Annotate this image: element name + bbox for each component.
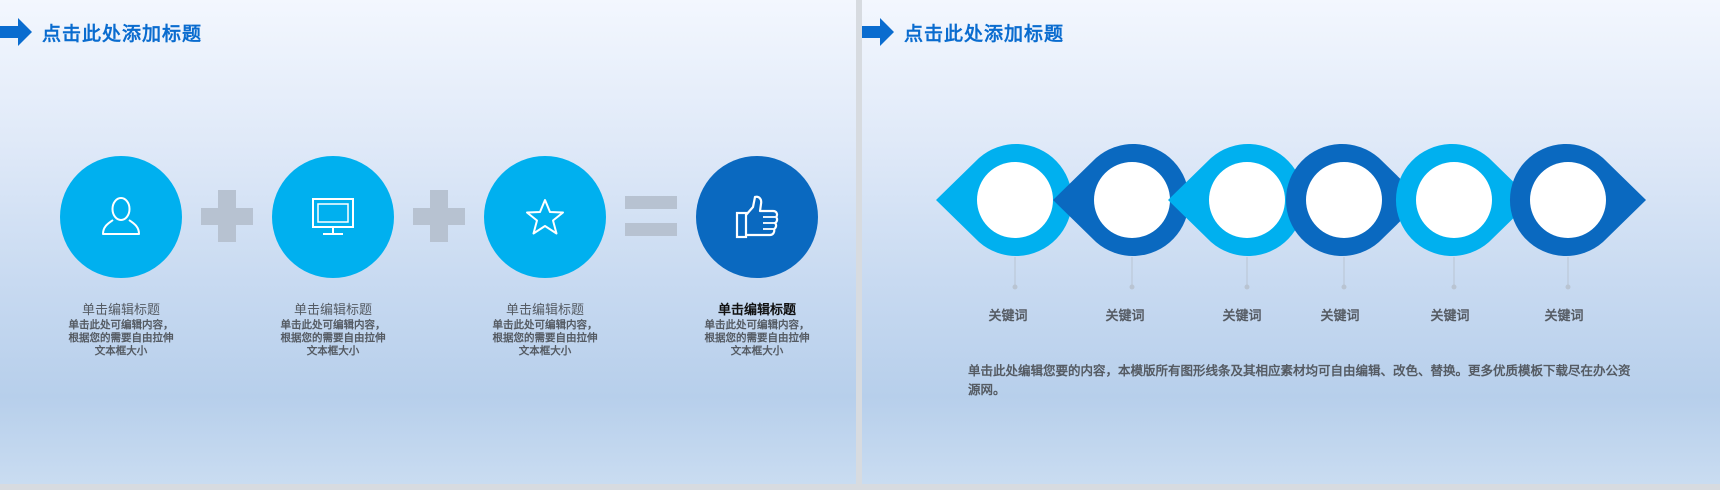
feature-circle-2[interactable] bbox=[272, 156, 394, 278]
feature-circle-1[interactable] bbox=[60, 156, 182, 278]
item-title-4[interactable]: 单击编辑标题 bbox=[717, 303, 796, 318]
chain-node-6[interactable] bbox=[1509, 144, 1646, 256]
monitor-icon bbox=[312, 198, 354, 235]
slide-title-bar: 点击此处添加标题 bbox=[862, 18, 1064, 46]
keyword-label-5[interactable]: 关键词 bbox=[1430, 309, 1470, 324]
arrow-right-icon bbox=[862, 18, 894, 46]
chain-node-2[interactable] bbox=[1053, 144, 1190, 256]
slide-left: 点击此处添加标题 bbox=[0, 0, 856, 484]
keyword-label-4[interactable]: 关键词 bbox=[1320, 309, 1360, 324]
star-icon bbox=[526, 199, 564, 235]
item-title-2[interactable]: 单击编辑标题 bbox=[293, 303, 372, 318]
slide-title-bar: 点击此处添加标题 bbox=[0, 18, 202, 46]
keyword-chain bbox=[936, 144, 1646, 290]
keyword-label-1[interactable]: 关键词 bbox=[988, 309, 1028, 324]
keyword-label-3[interactable]: 关键词 bbox=[1222, 309, 1262, 324]
item-title-3[interactable]: 单击编辑标题 bbox=[505, 303, 584, 318]
thumbs-up-icon bbox=[735, 195, 779, 239]
feature-circle-4[interactable] bbox=[696, 156, 818, 278]
description-text[interactable]: 单击此处编辑您要的内容，本模版所有图形线条及其相应素材均可自由编辑、改色、替换。… bbox=[968, 363, 1631, 397]
chain-node-4[interactable] bbox=[1285, 144, 1422, 256]
chain-node-1[interactable] bbox=[936, 144, 1073, 256]
slide-right: 点击此处添加标题 bbox=[862, 0, 1720, 484]
feature-circle-3[interactable] bbox=[484, 156, 606, 278]
item-body-3[interactable]: 单击此处可编辑内容，根据您的需要自由拉伸文本框大小 bbox=[492, 319, 598, 357]
item-body-4[interactable]: 单击此处可编辑内容，根据您的需要自由拉伸文本框大小 bbox=[704, 319, 810, 357]
slide-title[interactable]: 点击此处添加标题 bbox=[42, 22, 203, 45]
slide-title[interactable]: 点击此处添加标题 bbox=[904, 22, 1065, 45]
item-body-2[interactable]: 单击此处可编辑内容，根据您的需要自由拉伸文本框大小 bbox=[280, 319, 386, 357]
item-body-1[interactable]: 单击此处可编辑内容，根据您的需要自由拉伸文本框大小 bbox=[68, 319, 174, 357]
chain-node-3[interactable] bbox=[1168, 144, 1305, 256]
item-title-1[interactable]: 单击编辑标题 bbox=[81, 303, 160, 318]
chain-node-5[interactable] bbox=[1395, 144, 1532, 256]
user-icon bbox=[102, 197, 140, 235]
keyword-label-2[interactable]: 关键词 bbox=[1105, 309, 1145, 324]
keyword-label-6[interactable]: 关键词 bbox=[1544, 309, 1584, 324]
arrow-right-icon bbox=[0, 18, 32, 46]
